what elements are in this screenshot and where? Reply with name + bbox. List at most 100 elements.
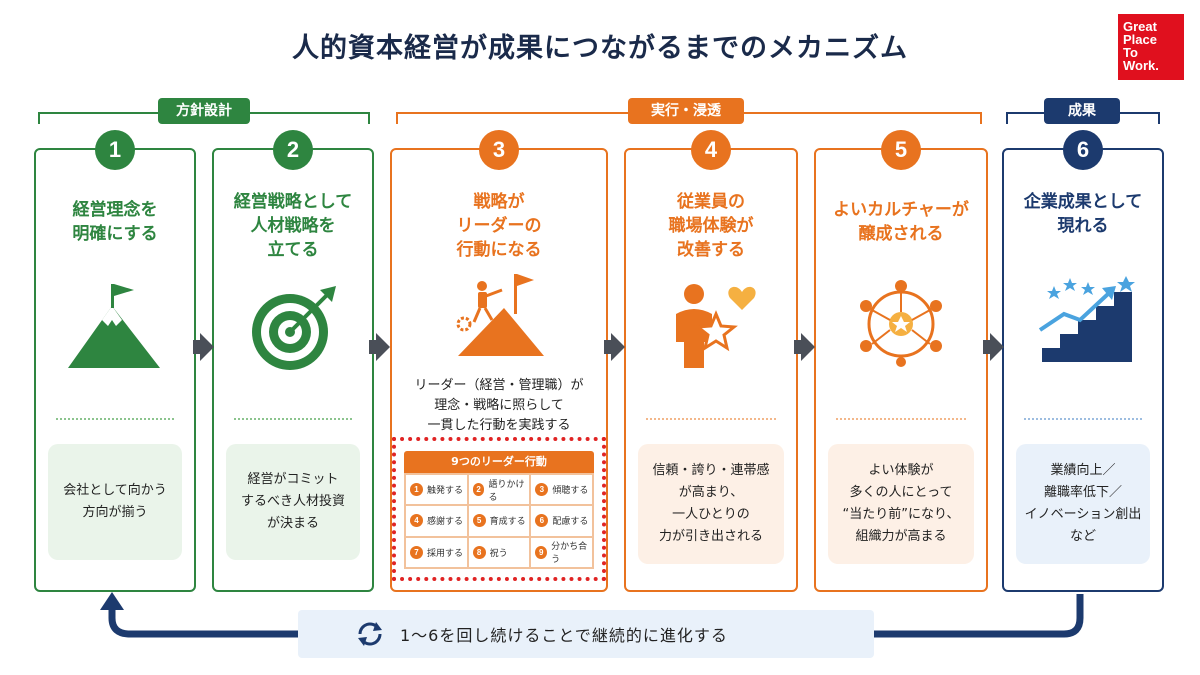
flow-arrow-1-2: [200, 333, 214, 361]
group-label-execution: 実行・浸透: [628, 98, 744, 124]
action-number: 6: [535, 514, 549, 528]
climber-flag-icon: [456, 274, 544, 356]
loop-message-bar: [298, 610, 874, 658]
outcome-line: 組織力が高まる: [855, 529, 947, 544]
action-number: 2: [472, 483, 485, 497]
target-arrow-icon: [252, 286, 336, 370]
heading-line: 経営戦略として: [233, 192, 353, 212]
description-line: リーダー（経営・管理職）が: [414, 378, 584, 393]
action-number: 5: [472, 514, 486, 528]
action-number: 4: [410, 514, 423, 528]
heading-line: 行動になる: [456, 240, 542, 260]
great-place-to-work-logo: Great Place To Work.: [1118, 14, 1184, 80]
step-number-5: 5: [881, 130, 921, 170]
heading-line: 立てる: [267, 240, 319, 260]
flow-arrow-stem: [983, 340, 991, 354]
outcome-line: が決まる: [266, 516, 319, 531]
heading-line: リーダーの: [456, 216, 542, 236]
leader-description: リーダー（経営・管理職）が 理念・戦略に照らして 一貫した行動を実践する: [396, 376, 602, 436]
flow-arrow-5-6: [990, 333, 1004, 361]
outcome-line: 多くの人にとって: [849, 485, 953, 500]
outcome-line: 業績向上／: [1050, 463, 1116, 478]
logo-line-1: Great: [1123, 19, 1157, 34]
heading-line: 醸成される: [858, 224, 944, 244]
group-label-design: 方針設計: [158, 98, 250, 124]
heading-line: 企業成果として: [1023, 192, 1143, 212]
action-label: 分かち合う: [551, 542, 588, 566]
action-label: 配慮する: [552, 517, 589, 528]
outcome-line: が高まり、: [678, 485, 744, 500]
outcome-line: 一人ひとりの: [672, 507, 750, 522]
outcome-line: など: [1069, 529, 1096, 544]
heading-line: 従業員の: [677, 192, 745, 212]
action-label: 傾聴する: [552, 486, 589, 497]
action-label: 祝う: [489, 548, 508, 559]
step-outcome-6: 業績向上／離職率低下／イノベーション創出など: [1016, 444, 1150, 564]
outcome-line: するべき人材投資: [240, 494, 345, 509]
action-label: 感謝する: [427, 517, 464, 528]
heading-line: 人材戦略を: [250, 216, 336, 236]
outcome-line: イノベーション創出: [1024, 507, 1142, 522]
action-label: 育成する: [489, 517, 526, 528]
action-number: 9: [535, 545, 548, 559]
heading-line: 経営理念を: [72, 200, 158, 220]
flow-arrow-3-4: [611, 333, 625, 361]
step-outcome-2: 経営がコミットするべき人材投資が決まる: [226, 444, 360, 560]
outcome-line: “当たり前”になり、: [842, 507, 960, 522]
growth-stairs-icon: [1038, 276, 1135, 362]
heading-line: 改善する: [677, 240, 745, 260]
logo-line-4: Work.: [1123, 58, 1159, 73]
outcome-line: 信頼・誇り・連帯感: [652, 463, 770, 478]
step-number-3: 3: [479, 130, 519, 170]
step-number-1: 1: [95, 130, 135, 170]
heading-line: 現れる: [1057, 216, 1109, 236]
step-heading-3: 戦略が リーダーの 行動になる: [392, 190, 606, 262]
action-number: 1: [410, 483, 423, 497]
action-number: 3: [535, 483, 549, 497]
step-outcome-5: よい体験が多くの人にとって“当たり前”になり、組織力が高まる: [828, 444, 974, 564]
people-network-icon: [860, 280, 942, 367]
heading-line: 戦略が: [473, 192, 525, 212]
step-outcome-1: 会社として向かう方向が揃う: [48, 444, 182, 560]
flow-arrow-2-3: [376, 333, 390, 361]
action-cell: 4 感謝する: [405, 505, 468, 537]
step-heading-5: よいカルチャーが 醸成される: [816, 198, 986, 246]
step-number-2: 2: [273, 130, 313, 170]
employee-star-heart-icon: [676, 284, 756, 368]
outcome-line: 経営がコミット: [247, 472, 339, 487]
step-heading-4: 従業員の 職場体験が 改善する: [626, 190, 796, 262]
step-number-6: 6: [1063, 130, 1103, 170]
cycle-icon: [358, 622, 382, 646]
step-heading-6: 企業成果として 現れる: [1004, 190, 1162, 238]
flow-arrow-stem: [794, 340, 802, 354]
logo-line-2: Place: [1123, 32, 1157, 47]
heading-line: よいカルチャーが: [833, 200, 969, 220]
divider-1: [56, 418, 174, 420]
outcome-line: 会社として向かう: [63, 483, 167, 498]
divider-5: [836, 418, 966, 420]
flow-arrow-stem: [604, 340, 612, 354]
outcome-line: 力が引き出される: [658, 529, 763, 544]
action-label: 触発する: [427, 486, 464, 497]
divider-6: [1024, 418, 1142, 420]
flow-arrow-stem: [369, 340, 377, 354]
action-label: 語りかける: [488, 479, 525, 503]
nine-actions-title: 9つのリーダー行動: [404, 451, 594, 473]
step-number-4: 4: [691, 130, 731, 170]
action-number: 8: [472, 545, 486, 559]
loop-message: 1～6を回し続けることで継続的に進化する: [400, 626, 728, 645]
mountain-flag-icon: [68, 284, 160, 368]
description-line: 一貫した行動を実践する: [427, 418, 571, 433]
heading-line: 明確にする: [72, 224, 158, 244]
action-cell: 1 触発する: [405, 474, 468, 506]
